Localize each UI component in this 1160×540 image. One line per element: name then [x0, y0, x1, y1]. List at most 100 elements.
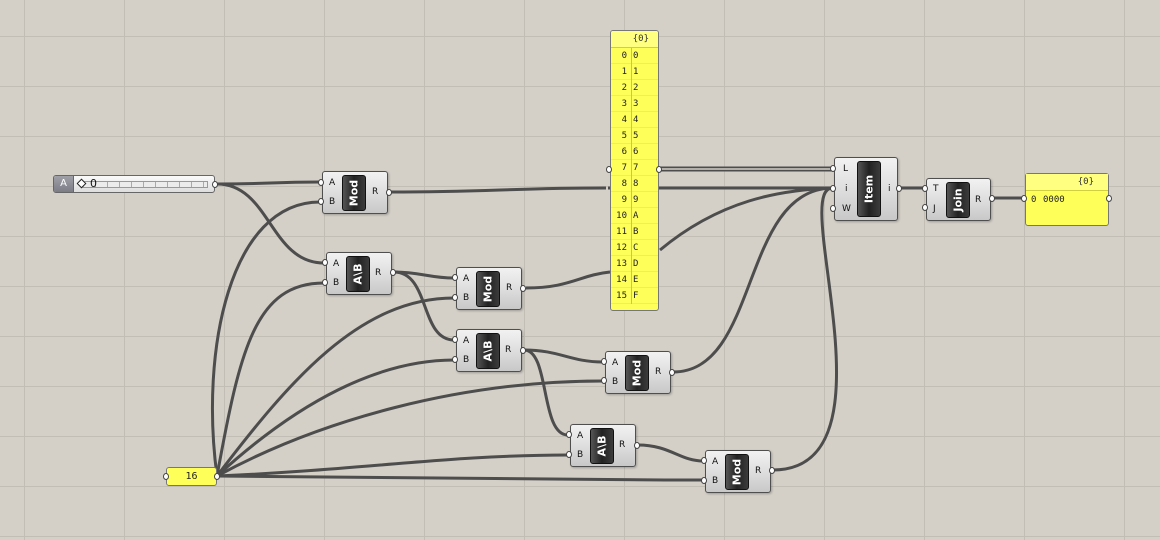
output-panel-path: {0} — [1026, 174, 1108, 191]
row-value: F — [633, 291, 639, 301]
list-panel-output-port[interactable] — [656, 166, 662, 173]
div1-b-port[interactable] — [322, 279, 328, 286]
mod4-b-port[interactable] — [701, 477, 707, 484]
div3-r-port[interactable] — [634, 442, 640, 449]
mod1-a-port[interactable] — [318, 179, 324, 186]
input-a-label: A — [463, 336, 470, 346]
number-slider[interactable]: A 0 — [53, 175, 218, 193]
list-panel-input-port[interactable] — [606, 166, 612, 173]
join-t-port[interactable] — [922, 185, 928, 192]
div2-a-port[interactable] — [452, 336, 458, 343]
mod4-r-port[interactable] — [769, 467, 775, 474]
mod2-b-port[interactable] — [452, 294, 458, 301]
row-index: 10 — [616, 211, 627, 221]
row-index: 8 — [621, 179, 627, 189]
mod-component-1[interactable]: A B Mod R — [322, 171, 388, 214]
output-r-label: R — [506, 283, 513, 293]
input-a-label: A — [577, 431, 584, 441]
wire — [216, 180, 321, 186]
output-r-label: R — [372, 187, 379, 197]
mod1-r-port[interactable] — [386, 189, 392, 196]
component-title: Join — [951, 188, 965, 212]
row-divider — [631, 208, 632, 224]
mod3-a-port[interactable] — [601, 358, 607, 365]
number-panel-input-port[interactable] — [163, 473, 169, 480]
item-i-port[interactable] — [830, 185, 836, 192]
component-title: Mod — [730, 458, 744, 486]
wire — [390, 186, 607, 194]
slider-value: 0 — [90, 177, 97, 190]
mod-component-3[interactable]: A B Mod R — [605, 351, 671, 394]
div3-b-port[interactable] — [566, 451, 572, 458]
component-title: Mod — [630, 359, 644, 387]
output-panel[interactable]: {0} 0 0000 — [1025, 173, 1109, 226]
mod1-b-port[interactable] — [318, 198, 324, 205]
text-join-component[interactable]: T J Join R — [926, 178, 991, 221]
wire — [672, 186, 833, 374]
component-title-plate: A\B — [346, 256, 370, 292]
row-divider — [631, 176, 632, 192]
wire — [523, 348, 569, 437]
slider-output-port[interactable] — [212, 181, 218, 188]
division-component-2[interactable]: A B A\B R — [456, 329, 522, 372]
mod2-a-port[interactable] — [452, 274, 458, 281]
number-panel[interactable]: 16 — [166, 467, 217, 486]
mod3-r-port[interactable] — [669, 369, 675, 376]
div2-r-port[interactable] — [520, 347, 526, 354]
mod4-a-port[interactable] — [701, 457, 707, 464]
row-divider — [631, 160, 632, 176]
component-title-plate: Mod — [625, 355, 649, 391]
number-panel-output-port[interactable] — [214, 473, 220, 480]
slider-track[interactable] — [82, 181, 208, 188]
component-title: Mod — [347, 179, 361, 207]
item-l-port[interactable] — [830, 165, 836, 172]
row-value: D — [633, 259, 639, 269]
mod2-r-port[interactable] — [520, 285, 526, 292]
row-divider — [631, 96, 632, 112]
row-index: 5 — [621, 131, 627, 141]
row-index: 6 — [621, 147, 627, 157]
div1-r-port[interactable] — [390, 269, 396, 276]
row-value: 0 — [633, 51, 639, 61]
component-title: Item — [862, 174, 876, 204]
wire — [215, 281, 325, 477]
row-value: 6 — [633, 147, 639, 157]
item-w-port[interactable] — [830, 205, 836, 212]
mod3-b-port[interactable] — [601, 377, 607, 384]
mod-component-2[interactable]: A B Mod R — [456, 267, 522, 310]
join-r-port[interactable] — [989, 195, 995, 202]
output-r-label: R — [619, 440, 626, 450]
division-component-3[interactable]: A B A\B R — [570, 424, 636, 467]
item-out-port[interactable] — [896, 185, 902, 192]
division-component-1[interactable]: A B A\B R — [326, 252, 392, 295]
input-b-label: B — [577, 450, 584, 460]
div2-b-port[interactable] — [452, 356, 458, 363]
div1-a-port[interactable] — [322, 259, 328, 266]
wire — [525, 270, 611, 290]
component-title: Mod — [481, 275, 495, 303]
component-title: A\B — [351, 263, 365, 285]
component-title-plate: Mod — [725, 454, 749, 490]
join-j-port[interactable] — [922, 204, 928, 211]
mod-component-4[interactable]: A B Mod R — [705, 450, 771, 493]
slider-name-label: A — [54, 176, 74, 192]
input-b-label: B — [333, 278, 340, 288]
row-value: C — [633, 243, 639, 253]
output-panel-output-port[interactable] — [1106, 195, 1112, 202]
input-l-label: L — [843, 164, 849, 174]
row-divider — [631, 256, 632, 272]
div3-a-port[interactable] — [566, 431, 572, 438]
list-item-component[interactable]: L i W Item i — [834, 157, 898, 221]
component-title-plate: Mod — [342, 175, 366, 211]
output-panel-input-port[interactable] — [1021, 195, 1027, 202]
wire — [215, 358, 455, 478]
component-title-plate: A\B — [476, 333, 500, 369]
input-a-label: A — [712, 457, 719, 467]
row-index: 14 — [616, 275, 627, 285]
